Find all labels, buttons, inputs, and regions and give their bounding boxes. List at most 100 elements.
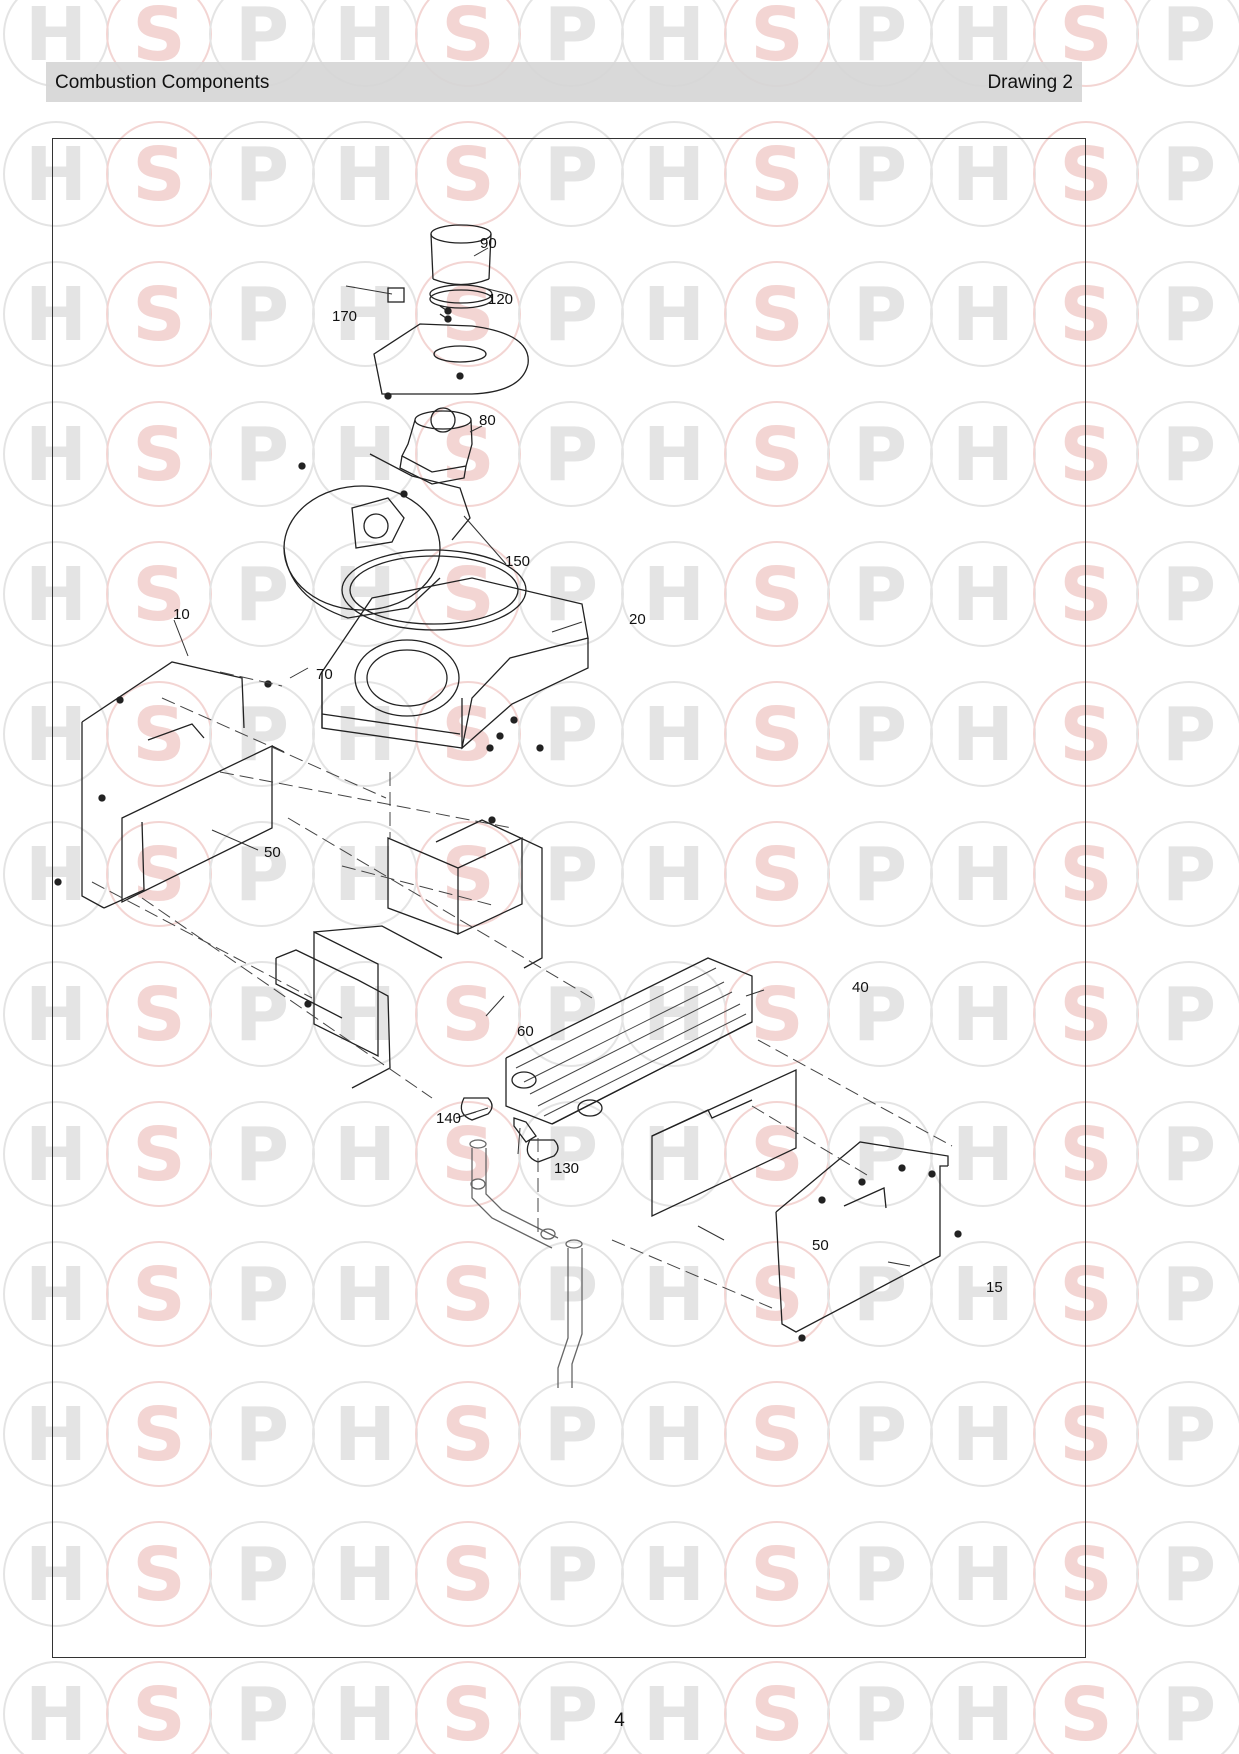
- watermark-letter: H: [643, 552, 705, 638]
- watermark-letter: P: [1162, 412, 1216, 498]
- watermark-letter: H: [643, 412, 705, 498]
- watermark-letter: S: [1059, 552, 1112, 638]
- watermark-letter: P: [544, 272, 598, 358]
- watermark-letter: H: [952, 832, 1014, 918]
- watermark-letter: P: [1162, 972, 1216, 1058]
- callout-labels: 90 120 170 80 150 20 10 70 50 40 60 140 …: [173, 235, 1003, 1296]
- callout-70: 70: [316, 666, 333, 683]
- watermark-letter: S: [750, 1392, 803, 1478]
- left-insulation-part: [121, 744, 285, 904]
- watermark-letter: H: [25, 832, 87, 918]
- watermark-letter: S: [132, 1112, 185, 1198]
- watermark-letter: S: [750, 972, 803, 1058]
- watermark-circle: [1136, 961, 1239, 1067]
- watermark-letter: S: [132, 552, 185, 638]
- watermark-circle: [1136, 0, 1239, 87]
- watermark-letter: H: [25, 692, 87, 778]
- watermark-letter: H: [952, 1252, 1014, 1338]
- watermark-letter: S: [1059, 1392, 1112, 1478]
- watermark-letter: H: [25, 132, 87, 218]
- watermark-letter: S: [1059, 972, 1112, 1058]
- pipe-clips-part: [460, 1097, 559, 1163]
- watermark-circle: [1136, 681, 1239, 787]
- watermark-letter: P: [853, 1672, 907, 1754]
- watermark-letter: H: [952, 552, 1014, 638]
- callout-15: 15: [986, 1279, 1003, 1296]
- watermark-letter: S: [441, 132, 494, 218]
- flow-return-pipes: [469, 1139, 583, 1388]
- watermark-letter: H: [334, 1672, 396, 1754]
- watermark-circle: [1136, 261, 1239, 367]
- clamp-part: [387, 284, 493, 309]
- watermark-letter: P: [853, 132, 907, 218]
- watermark-letter: S: [750, 412, 803, 498]
- watermark-circle: [1136, 821, 1239, 927]
- watermark-letter: P: [1162, 832, 1216, 918]
- fan-part: [283, 453, 471, 619]
- watermark-letter: H: [952, 132, 1014, 218]
- watermark-letter: S: [1059, 1532, 1112, 1618]
- watermark-letter: H: [334, 1392, 396, 1478]
- watermark-letter: H: [334, 412, 396, 498]
- callout-40: 40: [852, 979, 869, 996]
- watermark-letter: S: [750, 272, 803, 358]
- watermark-letter: S: [750, 1672, 803, 1754]
- watermark-letter: S: [441, 1252, 494, 1338]
- left-side-panel-part: [54, 661, 272, 909]
- watermark-letter: H: [952, 1532, 1014, 1618]
- watermark-letter: P: [235, 1112, 289, 1198]
- watermark-letter: S: [1059, 272, 1112, 358]
- watermark-letter: P: [1162, 1392, 1216, 1478]
- watermark-circle: [1136, 1521, 1239, 1627]
- watermark-letter: H: [334, 1112, 396, 1198]
- watermark-letter: S: [750, 1252, 803, 1338]
- watermark-letter: S: [750, 692, 803, 778]
- right-insulation-part: [651, 1068, 797, 1218]
- watermark-letter: P: [853, 1532, 907, 1618]
- watermark-letter: H: [952, 1672, 1014, 1754]
- watermark-letter: H: [334, 972, 396, 1058]
- watermark-letter: P: [544, 132, 598, 218]
- watermark-letter: P: [544, 1532, 598, 1618]
- callout-140: 140: [436, 1110, 461, 1127]
- watermark-letter: P: [235, 1532, 289, 1618]
- watermark-letter: P: [853, 972, 907, 1058]
- watermark-letter: S: [441, 692, 494, 778]
- watermark-circle: [1136, 1241, 1239, 1347]
- callout-170: 170: [332, 308, 357, 325]
- watermark-letter: P: [1162, 1532, 1216, 1618]
- watermark-letter: H: [334, 692, 396, 778]
- watermark-letter: S: [1059, 412, 1112, 498]
- watermark-letter: S: [441, 1672, 494, 1754]
- watermark-letter: H: [952, 972, 1014, 1058]
- watermark-letter: H: [25, 1672, 87, 1754]
- watermark-letter: H: [643, 1392, 705, 1478]
- watermark-letter: P: [235, 552, 289, 638]
- exploded-parts-diagram: 90 120 170 80 150 20 10 70 50 40 60 140 …: [54, 224, 1003, 1388]
- leader-lines: [173, 247, 911, 1267]
- right-side-panel-part: [775, 1141, 962, 1342]
- watermark-letter: S: [132, 972, 185, 1058]
- top-plate-part: [373, 323, 529, 395]
- callout-60: 60: [517, 1023, 534, 1040]
- watermark-letter: P: [544, 1672, 598, 1754]
- watermark-letter: H: [952, 1112, 1014, 1198]
- watermark-letter: S: [132, 412, 185, 498]
- watermark-letter: H: [952, 692, 1014, 778]
- watermark-letter: S: [1059, 1672, 1112, 1754]
- assembly-lines: [91, 671, 953, 1309]
- venturi-part: [384, 392, 473, 485]
- watermark-letter: P: [853, 692, 907, 778]
- watermark-letter: P: [1162, 0, 1216, 78]
- clamp-screws: [439, 305, 452, 323]
- watermark-letter: H: [25, 1392, 87, 1478]
- watermark-letter: H: [25, 1532, 87, 1618]
- watermark-letter: S: [1059, 1252, 1112, 1338]
- watermark-letter: H: [643, 832, 705, 918]
- watermark-letter: H: [25, 1112, 87, 1198]
- watermark-circle: [1136, 121, 1239, 227]
- watermark-letter: H: [643, 272, 705, 358]
- watermark-letter: P: [853, 832, 907, 918]
- watermark-circle: [1136, 1101, 1239, 1207]
- drawing-label: Drawing 2: [987, 72, 1073, 93]
